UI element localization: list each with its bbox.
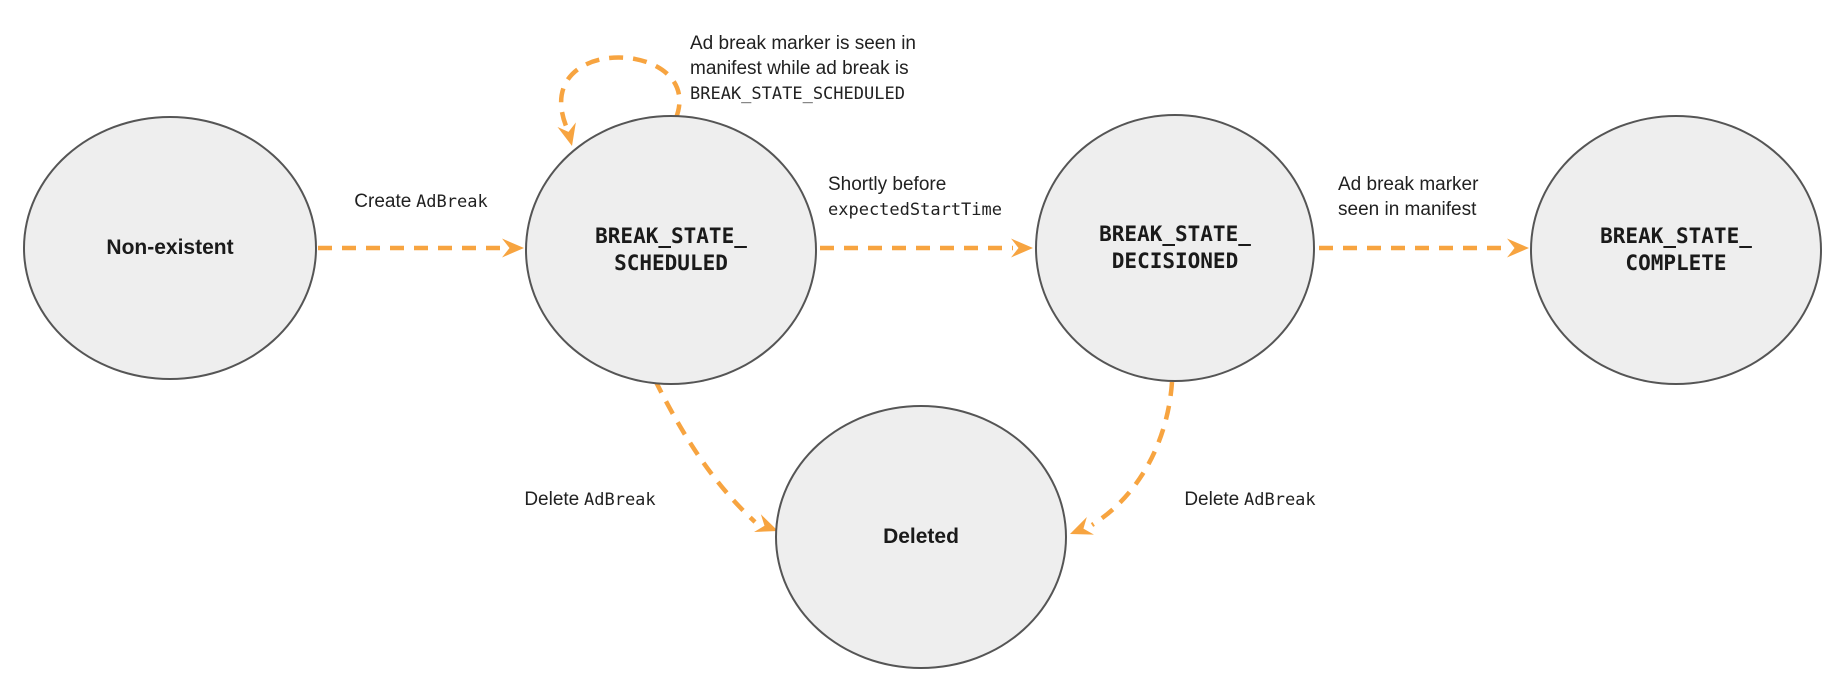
state-label-line1: BREAK_STATE_	[595, 224, 747, 248]
arrowhead-icon	[502, 238, 524, 258]
state-label-line2: SCHEDULED	[614, 251, 728, 275]
state-node-break-state-scheduled: BREAK_STATE_ SCHEDULED	[525, 115, 817, 385]
state-node-break-state-decisioned: BREAK_STATE_ DECISIONED	[1035, 114, 1315, 382]
arrow-delete-from-scheduled	[652, 378, 757, 524]
state-label: BREAK_STATE_ SCHEDULED	[595, 223, 747, 277]
edge-label-text: Delete	[524, 489, 580, 510]
arrowhead-icon	[1507, 238, 1529, 258]
edge-label-line1: Ad break marker is seen in	[690, 33, 916, 54]
edge-label-marker-seen: Ad break marker seen in manifest	[1338, 172, 1478, 222]
state-label: Deleted	[883, 525, 959, 548]
state-label: Non-existent	[106, 236, 234, 259]
edge-label-line1: Ad break marker	[1338, 174, 1479, 195]
state-node-non-existent: Non-existent	[23, 116, 317, 380]
state-node-deleted: Deleted	[775, 405, 1067, 669]
edge-label-shortly-before: Shortly before expectedStartTime	[828, 172, 1002, 223]
state-label-line2: COMPLETE	[1625, 251, 1727, 275]
state-label: BREAK_STATE_ COMPLETE	[1600, 223, 1752, 277]
arrowhead-icon	[754, 514, 778, 532]
edge-label-code: expectedStartTime	[828, 200, 1002, 220]
edge-label-code: AdBreak	[416, 192, 488, 212]
edge-label-text: Delete	[1184, 489, 1240, 510]
edge-label-text: Create	[354, 191, 412, 212]
edge-label-line2: seen in manifest	[1338, 199, 1477, 220]
edge-label-line1: Shortly before	[828, 174, 947, 195]
state-label-line2: DECISIONED	[1111, 249, 1239, 273]
edge-label-line2: manifest while ad break is	[690, 58, 909, 79]
edge-label-code: AdBreak	[584, 490, 656, 510]
arrowhead-icon	[1011, 238, 1033, 258]
edge-label-self-loop: Ad break marker is seen in manifest whil…	[690, 31, 916, 107]
arrow-self-loop-scheduled	[558, 55, 682, 127]
state-label: BREAK_STATE_ DECISIONED	[1099, 221, 1251, 275]
state-label-line1: BREAK_STATE_	[1600, 224, 1752, 248]
state-label-line1: BREAK_STATE_	[1099, 222, 1251, 246]
state-node-break-state-complete: BREAK_STATE_ COMPLETE	[1530, 115, 1822, 385]
edge-label-code: AdBreak	[1244, 490, 1316, 510]
arrowhead-icon	[557, 122, 576, 146]
edge-label-code: BREAK_STATE_SCHEDULED	[690, 84, 905, 104]
arrowhead-icon	[1070, 516, 1094, 535]
arrow-delete-from-decisioned	[1090, 381, 1175, 527]
